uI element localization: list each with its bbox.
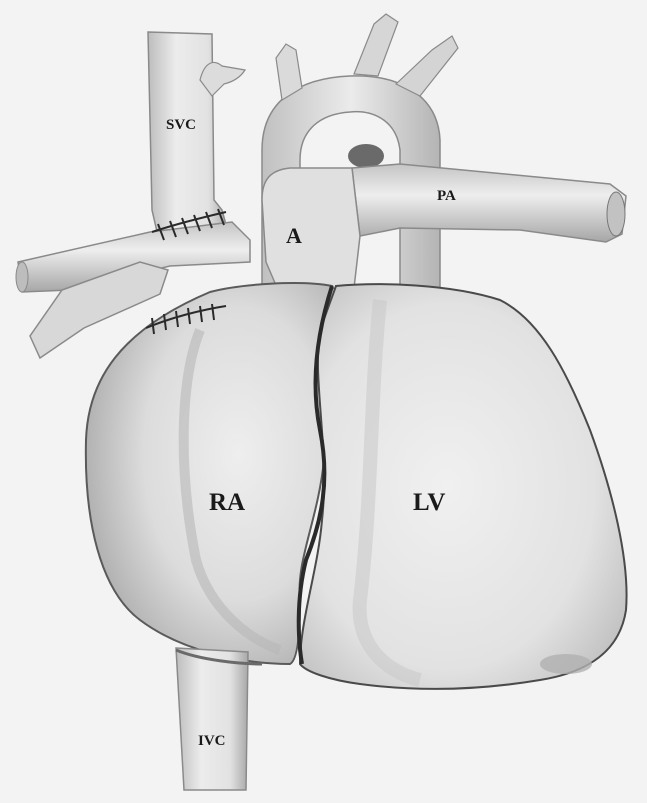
right-atrium <box>86 283 332 664</box>
pa-opening <box>607 192 625 236</box>
arch-branch-3 <box>396 36 458 96</box>
arch-branch-2 <box>354 14 398 76</box>
apex-shade <box>540 654 592 674</box>
arch-opening <box>348 144 384 168</box>
ivc-vessel <box>176 648 248 790</box>
label-ra: RA <box>209 490 245 515</box>
ascending-aorta <box>262 168 360 290</box>
label-lv: LV <box>413 490 445 515</box>
label-pa: PA <box>437 189 456 204</box>
label-svc: SVC <box>166 118 196 133</box>
vessel-opening <box>16 262 28 292</box>
label-aorta: A <box>286 225 302 247</box>
pa-vessel <box>352 164 626 242</box>
left-ventricle <box>300 284 627 689</box>
label-ivc: IVC <box>198 734 226 749</box>
